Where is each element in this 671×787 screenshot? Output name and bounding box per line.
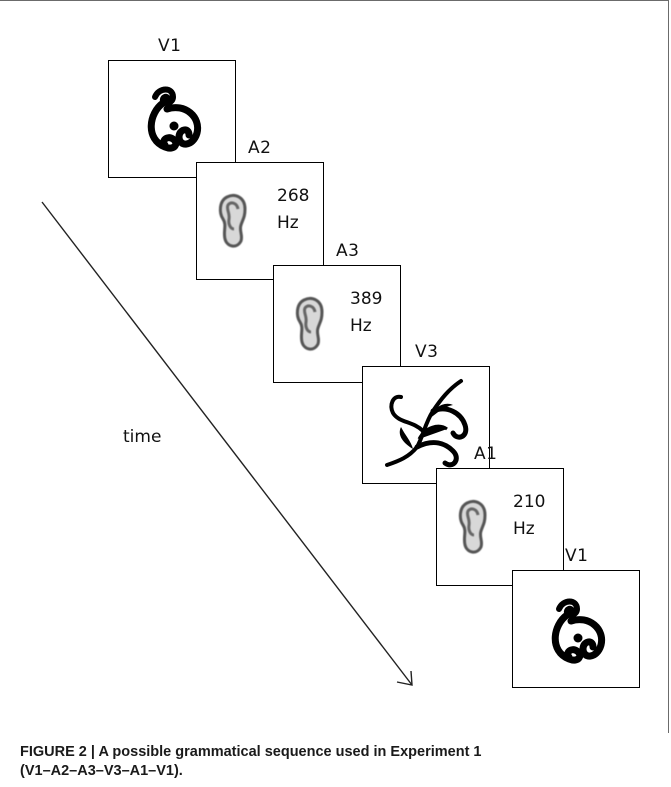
panel-v1-last	[512, 570, 640, 688]
ear-icon	[218, 194, 247, 248]
time-label: time	[123, 427, 162, 447]
frequency-unit: Hz	[513, 519, 535, 539]
leaf-flourish-icon	[385, 379, 469, 468]
figure-frame	[0, 0, 669, 733]
swirl-glyph-icon	[147, 86, 202, 152]
panel-label-a1: A1	[474, 444, 498, 464]
frequency-readout: 210 Hz	[513, 489, 545, 543]
frequency-unit: Hz	[277, 213, 299, 233]
frequency-unit: Hz	[350, 316, 372, 336]
ear-icon	[295, 297, 324, 351]
frequency-value: 210	[513, 492, 546, 512]
panel-label-v3: V3	[415, 342, 439, 362]
frequency-value: 268	[277, 186, 310, 206]
frequency-readout: 389 Hz	[350, 286, 382, 340]
frequency-value: 389	[350, 289, 383, 309]
panel-label-v1-last: V1	[565, 546, 589, 566]
frequency-readout: 268 Hz	[277, 183, 309, 237]
panel-a1: 210 Hz	[436, 468, 564, 586]
ear-icon	[458, 500, 487, 554]
caption-line-2: (V1–A2–A3–V3–A1–V1).	[20, 763, 183, 779]
panel-a2: 268 Hz	[196, 162, 324, 280]
caption-line-1: FIGURE 2 | A possible grammatical sequen…	[20, 744, 482, 760]
panel-a3: 389 Hz	[273, 265, 401, 383]
figure-caption: FIGURE 2 | A possible grammatical sequen…	[20, 743, 660, 781]
panel-v3	[362, 366, 490, 484]
panel-label-v1-first: V1	[158, 36, 182, 56]
panel-label-a3: A3	[336, 241, 360, 261]
swirl-glyph-icon	[551, 598, 606, 664]
panel-label-a2: A2	[248, 138, 272, 158]
panel-v1-first	[108, 60, 236, 178]
